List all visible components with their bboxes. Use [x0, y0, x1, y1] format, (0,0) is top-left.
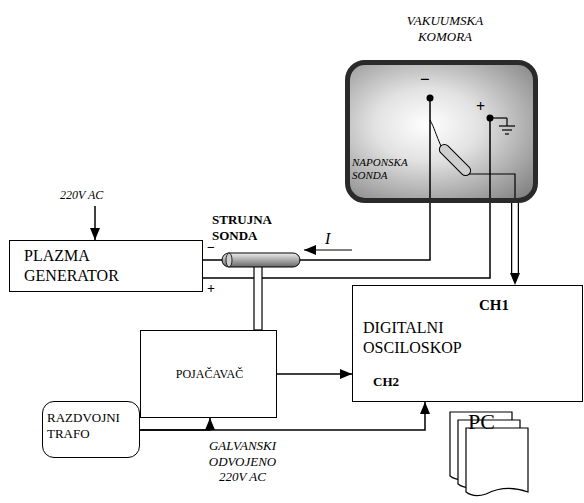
- supply-arrow: [94, 206, 96, 240]
- probe-lead: [430, 120, 441, 146]
- voltage-probe: [437, 142, 472, 177]
- ground-symbol: [506, 118, 507, 126]
- probe-label: STRUJNA SONDA: [212, 212, 302, 243]
- node-text: CH2: [373, 374, 399, 390]
- plasma-generator-box: PLAZMA GENERATOR: [9, 240, 203, 292]
- supply-label: 220V AC: [60, 188, 103, 202]
- connector-line: [203, 203, 490, 278]
- wire-connector: [140, 418, 210, 430]
- cable-inner: [512, 203, 518, 275]
- vacuum-chamber: VAKUUMSKA KOMORA: [345, 60, 538, 203]
- current-probe: [222, 253, 300, 267]
- polarity-sign: +: [207, 281, 215, 298]
- current-arrow: [304, 249, 352, 250]
- node-text: DIGITALNI OSCILOSKOP: [363, 318, 513, 358]
- amplifier-box: POJAČAVAČ: [140, 330, 277, 418]
- node-text: PC: [468, 408, 495, 436]
- electrode: [427, 95, 434, 102]
- node-text: POJAČAVAČ: [141, 367, 278, 382]
- current-probe-end: [226, 253, 232, 267]
- connector-line: [140, 418, 210, 430]
- pc-document-stack: PC: [448, 408, 540, 500]
- node-text: PLAZMA GENERATOR: [24, 246, 134, 286]
- wire-connector: [277, 374, 352, 375]
- document-page: [466, 428, 528, 496]
- polarity-sign: +: [476, 97, 485, 116]
- connector-line: [514, 203, 516, 285]
- node-text: RAZDVOJNI TRAFO: [47, 410, 137, 443]
- ground-symbol: [505, 133, 509, 134]
- oscilloscope-box: CH1DIGITALNI OSCILOSKOP CH2: [352, 285, 583, 402]
- probe-cable: [469, 174, 515, 198]
- supply-label: GALVANSKI ODVOJENO 220V AC: [195, 438, 290, 485]
- wire-connector: [203, 203, 430, 260]
- polarity-sign: −: [420, 70, 430, 90]
- probe-cable: [254, 266, 262, 330]
- ground-symbol: [490, 117, 507, 118]
- isolation-transformer-box: RAZDVOJNI TRAFO: [42, 401, 140, 458]
- electrode-wire: [489, 118, 491, 198]
- probe-signal-cable: [515, 203, 516, 285]
- chamber-heading: VAKUUMSKA KOMORA: [395, 13, 495, 46]
- connector-line: [277, 373, 352, 375]
- wire-connector: [203, 203, 490, 278]
- node-text: CH1: [479, 296, 509, 315]
- polarity-sign: −: [207, 240, 215, 257]
- connector-line: [203, 203, 430, 260]
- probe-label: NAPONSKA SONDA: [352, 156, 424, 182]
- cable-outline: [511, 203, 519, 275]
- ground-symbol: [502, 129, 512, 130]
- electrode-wire: [429, 98, 431, 198]
- ground-symbol: [499, 125, 515, 126]
- current-symbol: I: [325, 229, 330, 248]
